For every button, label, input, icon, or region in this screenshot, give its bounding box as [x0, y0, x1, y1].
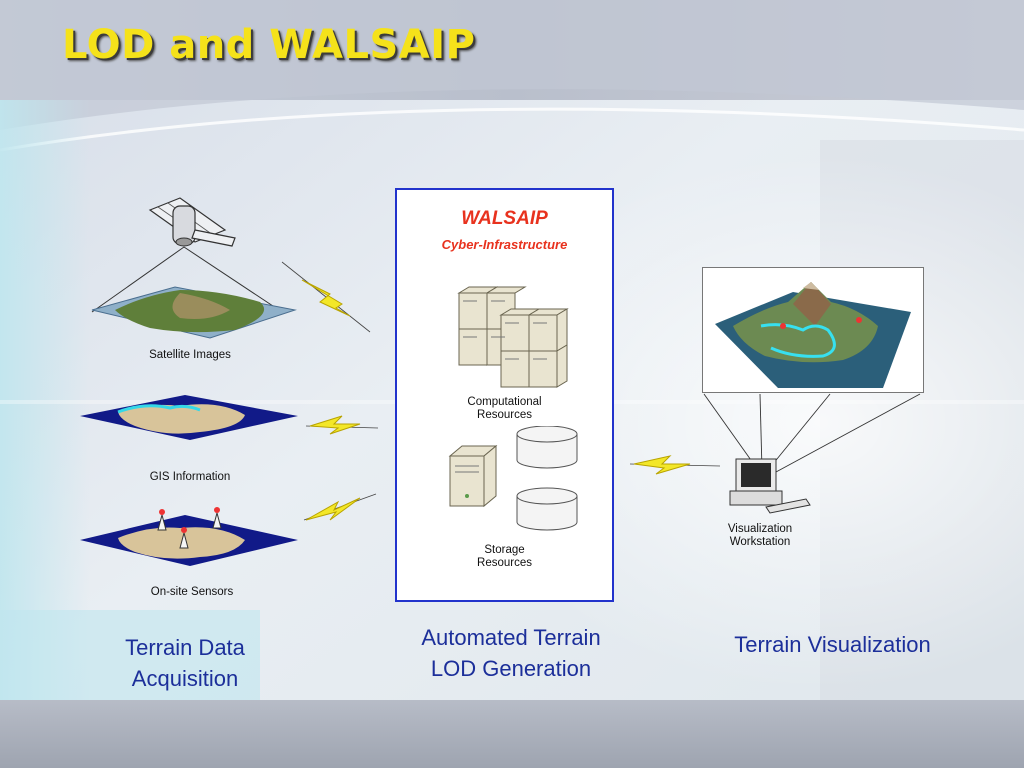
satellite-image — [91, 286, 297, 339]
slide-title: LOD and WALSAIP — [62, 22, 476, 68]
terrain-visualization-frame — [702, 267, 924, 393]
gis-information-label: GIS Information — [149, 471, 231, 483]
visualization-workstation-label: Visualization Workstation — [700, 523, 820, 549]
lightning-bolt-icon — [629, 455, 721, 475]
sensor-antenna-icon — [212, 507, 222, 529]
storage-label-line2: Resources — [477, 557, 532, 569]
gis-map — [80, 395, 298, 440]
workstation-label-line2: Workstation — [729, 536, 791, 548]
acquisition-caption-line1: Terrain Data — [125, 635, 245, 660]
lod-caption-line2: LOD Generation — [430, 656, 592, 681]
onsite-sensors-label: On-site Sensors — [150, 586, 234, 598]
server-cluster-icon — [457, 286, 569, 388]
workstation-label-line1: Visualization — [727, 523, 793, 535]
acquisition-caption-line2: Acquisition — [131, 666, 239, 691]
lightning-bolt-icon — [303, 493, 377, 521]
walsaip-panel: WALSAIP Cyber-Infrastructure Computation… — [395, 188, 614, 602]
sensor-antenna-icon — [179, 527, 189, 549]
lightning-bolt-icon — [281, 261, 371, 333]
sensor-map — [80, 515, 298, 566]
acquisition-caption: Terrain Data Acquisition — [85, 632, 285, 694]
terrain-3d-render — [715, 282, 911, 388]
lightning-bolt-icon — [305, 415, 379, 435]
computational-resources-label: Computational Resources — [397, 396, 612, 422]
walsaip-title: WALSAIP — [461, 208, 548, 229]
walsaip-subtitle: Cyber-Infrastructure — [441, 237, 568, 252]
lod-generation-caption: Automated Terrain LOD Generation — [385, 622, 637, 684]
lightning-bolt-right — [629, 455, 721, 475]
sensor-antenna-icon — [780, 323, 786, 329]
lod-caption-line1: Automated Terrain — [421, 625, 601, 650]
computational-label-line2: Resources — [477, 409, 532, 421]
satellite-images-label: Satellite Images — [149, 349, 231, 361]
connector-lines — [703, 393, 921, 473]
acquisition-illustrations — [80, 197, 298, 566]
storage-icon — [448, 426, 578, 531]
computational-label-line1: Computational — [467, 396, 542, 408]
sensor-antenna-icon — [157, 509, 167, 531]
satellite-icon — [148, 197, 236, 247]
visualization-caption: Terrain Visualization — [734, 632, 931, 657]
workstation-computer-icon — [729, 458, 811, 514]
storage-label-line1: Storage — [484, 544, 525, 556]
storage-resources-label: Storage Resources — [397, 544, 612, 570]
sensor-antenna-icon — [856, 317, 862, 323]
lightning-bolts — [281, 261, 379, 521]
